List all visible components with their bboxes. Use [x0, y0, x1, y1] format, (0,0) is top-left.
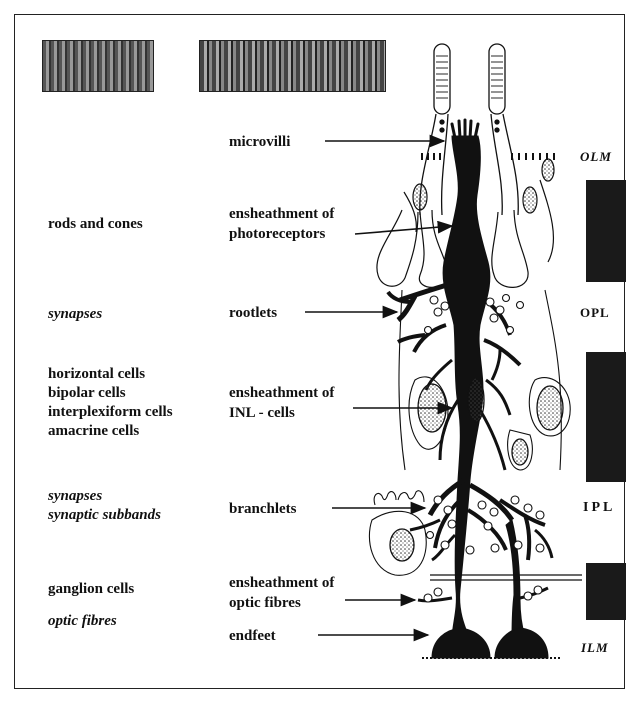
ipl-tufts	[374, 491, 424, 505]
optic-fibre-lines	[430, 575, 582, 580]
olm-dashes	[422, 153, 554, 160]
